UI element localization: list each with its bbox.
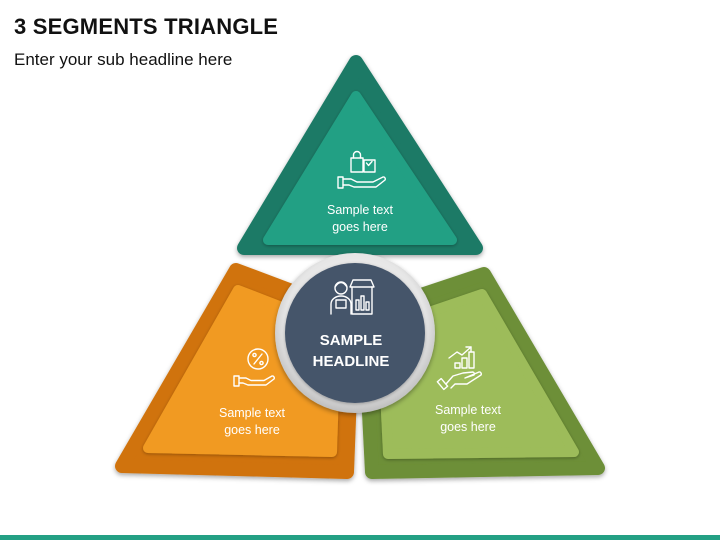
shopping-bags-hand-icon <box>337 150 386 189</box>
percent-hand-icon <box>233 348 275 387</box>
center-headline-line2: HEADLINE <box>313 353 390 370</box>
shopkeeper-icon <box>330 279 375 315</box>
center-badge: SAMPLE HEADLINE <box>275 253 435 413</box>
segment-left-text-line1: Sample text <box>219 406 286 420</box>
center-circle <box>285 263 425 403</box>
segment-top: Sample text goes here <box>237 55 483 255</box>
segment-left-text-line2: goes here <box>224 423 280 437</box>
footer-bar <box>0 535 720 540</box>
segment-top-text-line1: Sample text <box>327 203 394 217</box>
growth-chart-hand-icon <box>436 346 482 391</box>
segment-top-text-line2: goes here <box>332 220 388 234</box>
segment-right-text-line2: goes here <box>440 420 496 434</box>
center-headline-line1: SAMPLE <box>320 332 383 349</box>
segment-right-text-line1: Sample text <box>435 403 502 417</box>
page-subtitle: Enter your sub headline here <box>14 50 233 69</box>
segment-top-inner <box>263 91 457 245</box>
page-title: 3 SEGMENTS TRIANGLE <box>14 14 279 39</box>
